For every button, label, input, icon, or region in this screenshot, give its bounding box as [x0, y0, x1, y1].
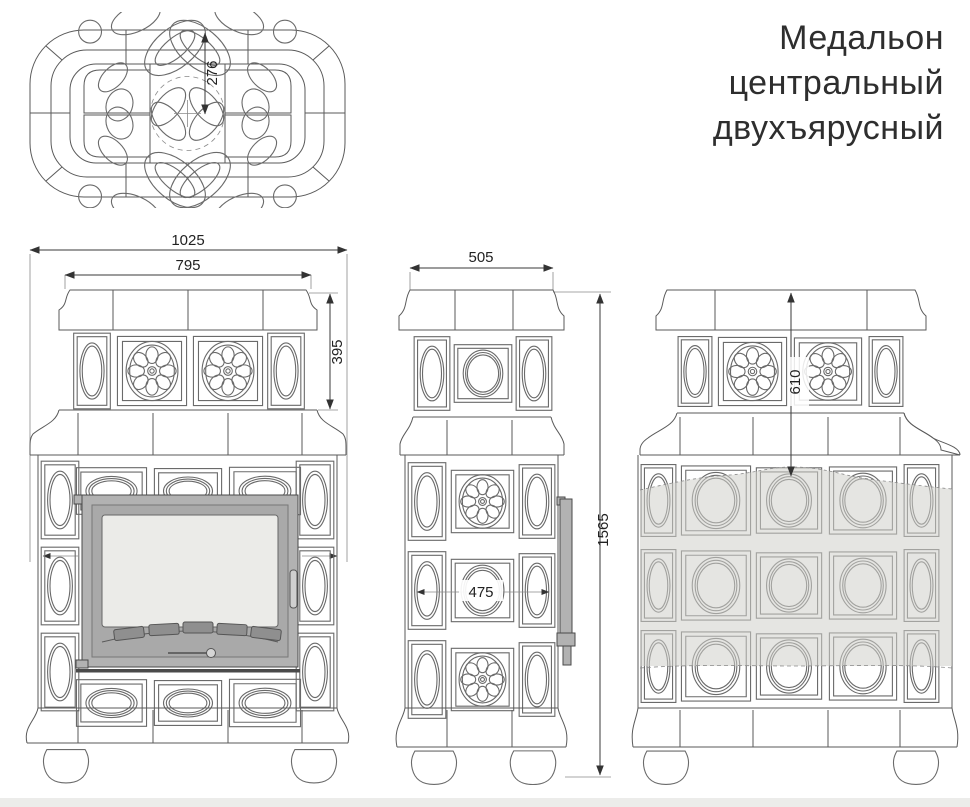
rear-cornice	[639, 412, 961, 456]
plan-flue-circle	[150, 76, 225, 151]
tile-oval-vertical	[515, 336, 553, 411]
tile-oval-vertical	[295, 632, 335, 712]
petal-ornament	[160, 85, 296, 208]
dim-label-1565: 1565	[595, 513, 612, 546]
tile-rosette	[450, 647, 515, 712]
air-slider	[168, 648, 216, 658]
tile-rosette	[193, 336, 263, 406]
plan-view: 276	[29, 12, 346, 208]
dim-label-795: 795	[175, 257, 200, 274]
foot	[642, 750, 690, 785]
tile-oval-vertical	[40, 460, 80, 540]
dim-label-505: 505	[468, 249, 493, 266]
rear-plinth	[631, 707, 959, 748]
tile-oval-vertical	[73, 332, 111, 410]
side-dimension-505: 505	[409, 249, 554, 290]
tile-oval-vertical	[868, 336, 904, 407]
foot	[410, 750, 458, 785]
tile-oval-horizontal	[228, 678, 302, 728]
dim-label-475: 475	[468, 584, 493, 601]
tile-oval-vertical	[295, 460, 335, 540]
plan-quadrant-panels	[79, 12, 297, 208]
front-view: 1025 795 395	[25, 232, 350, 784]
tile-oval-horizontal	[153, 680, 223, 726]
door-vents	[113, 621, 282, 642]
foot	[290, 749, 338, 784]
door-handle	[289, 569, 298, 609]
rear-dimension-610: 610	[787, 292, 809, 477]
dim-label-610: 610	[787, 369, 804, 394]
rear-feet	[642, 750, 940, 785]
side-crown	[398, 289, 565, 331]
page-bottom-strip	[0, 798, 970, 807]
foot	[509, 750, 557, 785]
tile-oval-vertical	[40, 632, 80, 712]
petal-ornament	[79, 85, 215, 208]
front-plinth	[25, 707, 350, 744]
tile-oval-vertical	[518, 642, 556, 717]
side-dimension-1565: 1565	[553, 291, 612, 778]
tile-oval-vertical	[407, 640, 447, 719]
tile-rosette	[450, 469, 515, 534]
tile-oval-horizontal	[75, 679, 148, 727]
tile-oval-vertical	[413, 336, 451, 411]
tile-oval-vertical	[40, 546, 80, 626]
front-feet	[42, 749, 338, 784]
dim-label-1025: 1025	[171, 232, 204, 249]
front-cornice	[29, 409, 347, 456]
rear-view: 610	[631, 289, 961, 785]
tile-oval-vertical	[295, 546, 335, 626]
tile-oval-vertical	[518, 553, 556, 628]
side-upper-tile-row	[413, 336, 553, 411]
drawing-title: Медальон центральный двухъярусный	[344, 16, 944, 152]
tile-oval-vertical	[267, 332, 305, 410]
door-sill	[76, 669, 300, 673]
side-view: 505 1565	[395, 249, 612, 785]
front-crown	[58, 289, 318, 331]
side-dimension-475: 475	[416, 580, 550, 601]
side-feet	[410, 750, 557, 785]
side-plinth	[395, 707, 568, 748]
plan-dimension-276: 276	[201, 32, 221, 115]
tile-rosette	[717, 336, 788, 407]
tile-big-oval	[453, 344, 513, 403]
tile-oval-vertical	[407, 551, 447, 630]
front-dimension-1025: 1025	[29, 232, 348, 562]
foot	[892, 750, 940, 785]
firebox-door	[73, 494, 300, 673]
side-cornice	[399, 416, 565, 456]
front-body	[37, 455, 338, 728]
title-line-1: Медальон	[779, 19, 944, 57]
dim-label-395: 395	[329, 339, 346, 364]
rear-heat-zone	[639, 466, 953, 669]
tile-oval-vertical	[677, 336, 713, 407]
dim-label-276: 276	[204, 60, 221, 85]
rear-crown	[655, 289, 927, 331]
title-line-3: двухъярусный	[712, 109, 944, 148]
tile-oval-vertical	[407, 462, 447, 541]
door-glass	[101, 514, 279, 628]
title-line-2: центральный	[728, 64, 944, 103]
tile-rosette	[117, 336, 187, 406]
tile-oval-vertical	[518, 464, 556, 539]
front-dimension-395: 395	[309, 292, 346, 411]
foot	[42, 749, 90, 784]
side-door-edge-profile	[556, 496, 576, 666]
front-dimension-795: 795	[64, 257, 312, 289]
front-upper-tile-row	[73, 332, 305, 410]
